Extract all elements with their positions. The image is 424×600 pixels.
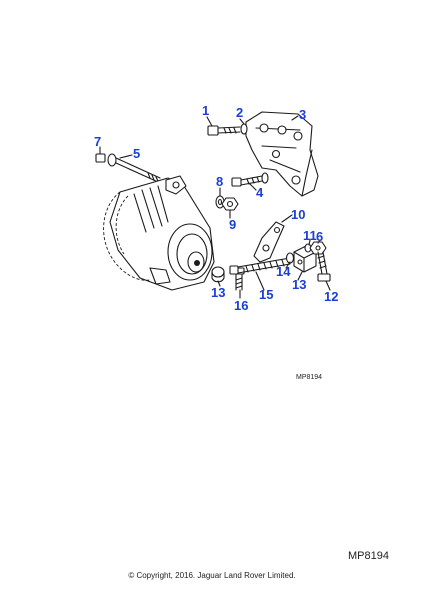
- callout-4: 4: [256, 185, 264, 200]
- adjusting-link-10: [253, 221, 285, 263]
- callout-11: 11: [303, 228, 317, 243]
- callout-12: 12: [324, 289, 339, 304]
- figure-reference-small: MP8194: [296, 374, 323, 381]
- nut-6: [309, 241, 327, 255]
- callout-5: 5: [133, 146, 141, 161]
- bolt-12: [317, 251, 331, 282]
- bolt-1: [207, 125, 241, 136]
- copyright-notice: © Copyright, 2016. Jaguar Land Rover Lim…: [128, 571, 296, 580]
- callout-16: 16: [234, 298, 249, 313]
- callout-14: 14: [276, 264, 291, 279]
- nut-9: [221, 197, 239, 211]
- bolt-4: [231, 172, 269, 187]
- callout-6: 6: [316, 229, 324, 244]
- alternator: [103, 175, 215, 291]
- callout-8: 8: [216, 174, 224, 189]
- callout-2: 2: [236, 105, 244, 120]
- leader-lines: [99, 115, 331, 299]
- callout-13-right: 13: [292, 277, 307, 292]
- callout-10: 10: [291, 207, 306, 222]
- callout-13-left: 13: [211, 285, 226, 300]
- threaded-rod-15: [229, 257, 291, 275]
- spacer-13-left: [211, 266, 225, 283]
- long-bolt-7: [95, 153, 161, 183]
- figure-reference-large: MP8194: [348, 550, 389, 562]
- callout-9: 9: [229, 217, 237, 232]
- callout-15: 15: [259, 287, 274, 302]
- mounting-bracket: [245, 111, 319, 197]
- callout-7: 7: [94, 134, 102, 149]
- callout-3: 3: [299, 107, 307, 122]
- callout-1: 1: [202, 103, 210, 118]
- washer-2: [240, 123, 248, 135]
